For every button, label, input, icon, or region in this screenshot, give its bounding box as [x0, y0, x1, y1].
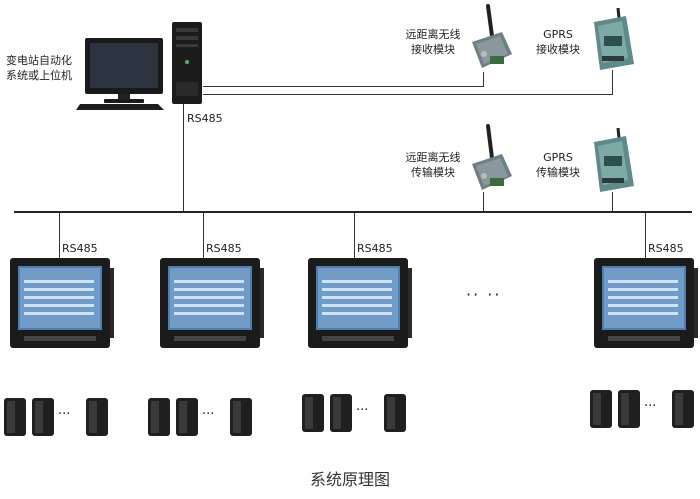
wireless-tx-label-line2: 传输模块 — [411, 166, 455, 179]
meter-3-icon — [308, 258, 412, 348]
meter-3-sensor-ellipsis: ··· — [356, 403, 369, 418]
meter-1-sensor-ellipsis: ··· — [58, 407, 71, 422]
meter-1-rs485-label: RS485 — [62, 242, 98, 255]
drop-meter-4 — [645, 213, 646, 258]
computer-icon — [76, 22, 202, 110]
link-host-bus — [183, 104, 184, 212]
meter-2-sensor-ellipsis: ··· — [202, 407, 215, 422]
diagram-caption: 系统原理图 — [309, 470, 390, 489]
link-wireless-tx-bus — [483, 192, 484, 212]
meter-2-rs485-label: RS485 — [206, 242, 242, 255]
meter-2-sensors — [148, 398, 252, 436]
wireless-rx-label-line2: 接收模块 — [411, 43, 455, 56]
gprs-rx-label-line2: 接收模块 — [536, 43, 580, 56]
wireless-tx-label-line1: 远距离无线 — [405, 151, 461, 164]
meter-4-sensor-ellipsis: ··· — [644, 399, 657, 414]
drop-meter-3 — [354, 213, 355, 258]
meter-3-rs485-label: RS485 — [357, 242, 393, 255]
meter-2-icon — [160, 258, 264, 348]
host-label-line1: 变电站自动化 — [6, 54, 72, 67]
gprs-rx-module-icon — [594, 7, 634, 70]
wireless-tx-module-icon — [472, 124, 512, 190]
gprs-rx-label-line1: GPRS — [543, 28, 573, 41]
wireless-rx-module-icon — [472, 4, 512, 68]
link-gprs-tx-bus — [612, 192, 613, 212]
drop-meter-2 — [203, 213, 204, 258]
meters-ellipsis: ·· ·· — [466, 285, 502, 304]
gprs-tx-label-line2: 传输模块 — [536, 166, 580, 179]
host-rs485-label: RS485 — [187, 112, 223, 125]
link-host-gprs-rx — [203, 94, 613, 95]
link-wireless-rx-drop — [483, 72, 484, 87]
meter-4-sensors — [590, 390, 694, 428]
meter-4-rs485-label: RS485 — [648, 242, 684, 255]
link-host-wireless-rx — [203, 86, 483, 87]
meter-1-sensors — [4, 398, 108, 436]
meter-3-sensors — [302, 394, 406, 432]
drop-meter-1 — [59, 213, 60, 258]
gprs-tx-label-line1: GPRS — [543, 151, 573, 164]
meter-4-icon — [594, 258, 698, 348]
gprs-tx-module-icon — [594, 127, 634, 192]
meter-1-icon — [10, 258, 114, 348]
rs485-bus — [14, 211, 692, 213]
wireless-rx-label-line1: 远距离无线 — [405, 28, 461, 41]
host-label-line2: 系统或上位机 — [6, 69, 72, 82]
link-gprs-rx-drop — [612, 70, 613, 95]
